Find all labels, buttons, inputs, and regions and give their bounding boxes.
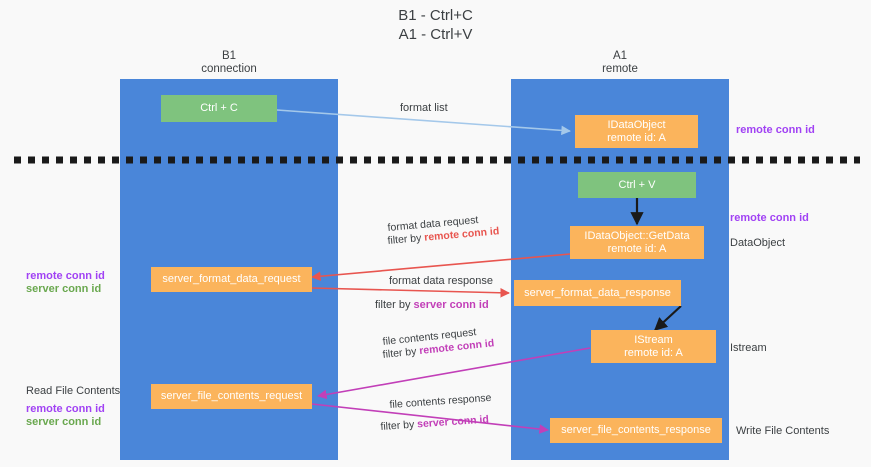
box-istream-line1: IStream: [634, 333, 673, 346]
box-ctrl-v-label: Ctrl + V: [618, 178, 656, 191]
annotation-left-remote-conn-id-2: remote conn id: [26, 403, 105, 415]
column-header-b1: B1 connection: [201, 50, 257, 75]
annotation-left-remote-conn-id-1: remote conn id: [26, 270, 105, 282]
box-server-format-data-request-label: server_format_data_request: [162, 273, 301, 285]
arrow-file-contents-response: [311, 403, 549, 434]
arrow-format-data-response: [311, 287, 510, 298]
annotation-remote-conn-id-top: remote conn id: [736, 124, 815, 136]
box-idataobject[interactable]: IDataObject remote id: A: [575, 115, 698, 148]
annotation-remote-conn-id-mid: remote conn id: [730, 212, 809, 224]
arrow-response-istream: [654, 305, 682, 331]
annotation-left-server-conn-id-2: server conn id: [26, 416, 102, 428]
annotation-write-file-contents: Write File Contents: [736, 425, 830, 437]
box-getdata-line1: IDataObject::GetData: [584, 229, 690, 242]
annotation-istream: Istream: [730, 342, 767, 354]
box-server-file-contents-request-label: server_file_contents_request: [160, 390, 303, 402]
column-header-a1: A1 remote: [602, 50, 638, 75]
box-server-file-contents-response-label: server_file_contents_response: [561, 424, 711, 436]
edge-label-format-list: format list: [400, 102, 448, 114]
annotation-left-server-conn-id-1: server conn id: [26, 283, 102, 295]
box-getdata-line2: remote id: A: [607, 242, 667, 255]
box-ctrl-v[interactable]: Ctrl + V: [578, 172, 696, 198]
box-idataobject-line1: IDataObject: [607, 118, 666, 131]
box-istream[interactable]: IStream remote id: A: [591, 330, 716, 363]
box-server-format-data-response[interactable]: server_format_data_response: [514, 280, 681, 306]
arrow-format-list: [276, 109, 571, 136]
box-server-format-data-request[interactable]: server_format_data_request: [151, 267, 312, 292]
page-title: B1 - Ctrl+C A1 - Ctrl+V: [398, 7, 473, 43]
box-idataobject-getdata[interactable]: IDataObject::GetData remote id: A: [570, 226, 704, 259]
box-server-file-contents-request[interactable]: server_file_contents_request: [151, 384, 312, 409]
box-ctrl-c[interactable]: Ctrl + C: [161, 95, 277, 122]
box-server-file-contents-response[interactable]: server_file_contents_response: [550, 418, 722, 443]
box-idataobject-line2: remote id: A: [607, 131, 666, 144]
arrow-format-data-request: [311, 253, 571, 282]
arrow-file-contents-request: [317, 347, 591, 400]
box-ctrl-c-label: Ctrl + C: [200, 102, 238, 114]
edge-label-format-data-response-filter: filter by server conn id: [375, 299, 489, 311]
edge-label-format-data-response: format data response: [389, 275, 493, 287]
box-istream-line2: remote id: A: [624, 346, 683, 359]
edge-label-format-data-response-filter-key: server conn id: [413, 299, 489, 311]
annotation-dataobject: DataObject: [730, 237, 786, 249]
annotation-read-file-contents: Read File Contents: [26, 385, 121, 397]
box-server-format-data-response-label: server_format_data_response: [524, 286, 671, 299]
